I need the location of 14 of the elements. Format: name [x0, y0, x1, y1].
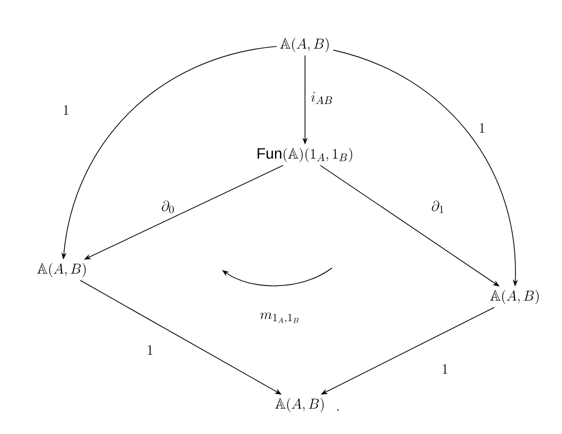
object-label: $\mathbb{A}(A,B)$	[490, 290, 539, 304]
edge-label: $1$	[145, 344, 155, 356]
edge-label: $1$	[477, 122, 487, 134]
object-label: $\mathbb{A}(A,B)$	[280, 38, 329, 52]
object-label: $\mathbb{A}(A,B)$	[37, 262, 86, 278]
object-label: $\mathbb{A}(A,B)$	[275, 398, 324, 412]
object-label: $\mathrm{Fun}(\mathbb{A})(1_A,1_B)$	[258, 148, 352, 162]
period-mark: $.$	[337, 409, 339, 411]
edge-label: $\partial_1$	[430, 200, 446, 214]
edge-label: $1$	[61, 104, 71, 116]
edge-label: $\partial_0$	[160, 200, 176, 214]
edge-label: $1$	[440, 363, 450, 375]
two-cell-label: $m_{1_A,1_B}$	[260, 312, 299, 324]
edge-label: $i_{AB}$	[310, 91, 334, 105]
